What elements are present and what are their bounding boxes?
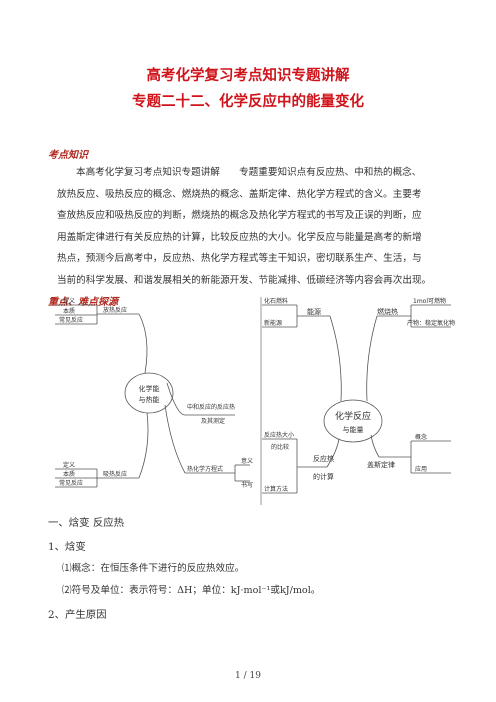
mindmap-leaf: 应用	[415, 465, 427, 473]
mindmap-leaf: 本质	[63, 470, 75, 478]
mindmap-branch-heat-calc: 的计算	[313, 472, 334, 481]
kaodian-paragraph: 本高考化学复习考点知识专题讲解 专题重要知识点有反应热、中和热的概念、 放热反应…	[57, 162, 445, 292]
document-title-line1: 高考化学复习考点知识专题讲解	[146, 68, 350, 84]
concept-line: ⑴概念：在恒压条件下进行的反应热效应。	[62, 563, 245, 574]
mindmap-branch-endothermic: 吸热反应	[103, 470, 127, 478]
mindmap-leaf: 化石燃料	[264, 297, 288, 305]
section-heading-kaodian: 考点知识	[48, 150, 88, 161]
mindmap-leaf: 本质	[63, 307, 75, 315]
page-number: 1 / 19	[235, 671, 261, 681]
mindmap-leaf: 新能源	[264, 319, 282, 327]
paragraph-line: 查放热反应和吸热反应的判断，燃烧热的概念及热化学方程式的书写及正误的判断，应	[57, 210, 422, 222]
section-heading-zhongdian: 重点、难点探源	[48, 297, 118, 308]
paragraph-line: 热点，预测今后高考中，反应热、热化学方程式等主干知识，密切联系生产、生活，与	[57, 253, 422, 265]
heading-enthalpy-change: 一、焓变 反应热	[48, 517, 125, 529]
heading-enthalpy: 1、焓变	[48, 541, 86, 553]
mindmap-branch-equation: 热化学方程式	[187, 465, 223, 473]
mindmap-branch-combustion: 燃烧热	[377, 307, 398, 316]
paragraph-line: 当前的科学发展、和谐发展相关的新能源开发、节能减排、低碳经济等内容会再次出现。	[57, 274, 432, 286]
document-title-line2: 专题二十二、化学反应中的能量变化	[132, 94, 364, 110]
mindmap-leaf: 反应热大小	[264, 431, 294, 439]
paragraph-line: 用盖斯定律进行有关反应热的计算，比较反应热的大小。化学反应与能量是高考的新增	[57, 231, 422, 243]
mindmap-leaf: 定义	[63, 297, 75, 305]
mindmap-branch-exothermic: 放热反应	[103, 306, 127, 314]
mindmap-branch-neutralization: 中和反应的反应热	[187, 403, 235, 411]
paragraph-line: 放热反应、吸热反应的概念、燃烧热的概念、盖斯定律、热化学方程式的含义。主要考	[57, 188, 422, 200]
mindmap-leaf: 常见反应	[59, 316, 83, 324]
mindmap-branch-heat-calc: 反应热	[313, 454, 334, 463]
symbol-unit-line: ⑵符号及单位：表示符号：ΔH；单位：kJ·mol⁻¹或kJ/mol。	[62, 585, 321, 596]
mindmap-center-right-line1: 化学反应	[335, 410, 371, 422]
mindmap-branch-energy-source: 能源	[307, 307, 321, 316]
paragraph-line: 本高考化学复习考点知识专题讲解 专题重要知识点有反应热、中和热的概念、	[76, 167, 422, 178]
mindmap-center-left-line1: 化学能	[139, 384, 160, 393]
mindmap-leaf: 常见反应	[59, 479, 83, 487]
mindmap-figure: 定义 本质 常见反应 放热反应 化学能 与热能 中和反应的反应热 及其测定 热化…	[55, 297, 455, 505]
mindmap-center-right-line2: 与能量	[343, 425, 364, 434]
mindmap-leaf: 产物：稳定氧化物	[407, 319, 455, 327]
mindmap-center-left-line2: 与热能	[139, 395, 160, 404]
mindmap-leaf: 定义	[63, 461, 75, 469]
mindmap-leaf: 意义	[241, 457, 253, 465]
mindmap-leaf: 书写	[241, 481, 253, 489]
mindmap-leaf: 1mol可燃物	[413, 297, 446, 305]
heading-cause: 2、产生原因	[48, 609, 107, 621]
mindmap-leaf: 的比较	[271, 443, 289, 451]
mindmap-leaf: 概念	[415, 433, 427, 441]
mindmap-branch-hess: 盖斯定律	[367, 460, 395, 469]
mindmap-branch-neutralization: 及其测定	[201, 417, 225, 425]
mindmap-leaf: 计算方法	[264, 485, 288, 493]
